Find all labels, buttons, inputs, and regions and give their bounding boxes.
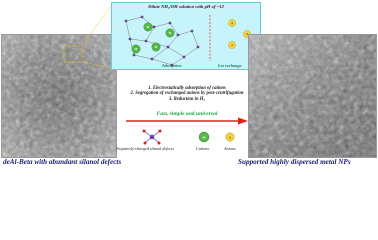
svg-text:M: M (155, 46, 158, 49)
zoom-inset: Dilute NH₃/OH solution with pH of ~12 (111, 2, 261, 70)
adsorbed-cations (131, 22, 175, 54)
svg-text:A: A (231, 44, 233, 47)
svg-text:M: M (147, 26, 150, 29)
cation-icon: M (198, 131, 210, 143)
legend-defects-label: Negatively-charged silanol defects (116, 146, 174, 151)
adsorption-label: Adsorption (162, 63, 182, 68)
svg-text:M: M (202, 135, 206, 139)
legend-anions-label: Anions (224, 146, 236, 151)
legend-cations-label: Cations (196, 146, 210, 151)
solution-title: Dilute NH₃/OH solution with pH of ~12 (148, 4, 224, 9)
caption-right: Supported highly dispersed metal NPs (238, 158, 351, 166)
process-arrow (126, 117, 248, 125)
svg-text:A: A (229, 135, 232, 139)
svg-text:M: M (135, 48, 138, 51)
caption-left: deAl-Beta with abundant silanol defects (3, 158, 122, 166)
silanol-defect-icon (142, 129, 162, 145)
anion-icon: A (225, 132, 235, 142)
adsorption-schematic: M M M M A A A (124, 15, 251, 67)
zoom-guide-lines (63, 3, 113, 69)
exchanged-anions (228, 19, 251, 49)
svg-text:A: A (231, 22, 233, 25)
step-3: 3. Reduction in H₂ (168, 96, 205, 102)
figure: Dilute NH₃/OH solution with pH of ~12 (1, 2, 377, 166)
svg-text:M: M (169, 32, 172, 35)
ion-exchange-label: Ion exchange (218, 63, 242, 68)
svg-text:A: A (246, 33, 248, 36)
tem-image-left (1, 34, 117, 158)
process-steps: 1. Electrostatically adsorption of catio… (112, 86, 262, 102)
summary-text: Fast, simple and universal (156, 111, 218, 117)
tem-image-right (248, 34, 377, 158)
step-1: 1. Electrostatically adsorption of catio… (148, 86, 226, 91)
step-2: 2. Segregation of exchanged anions by po… (130, 91, 244, 97)
